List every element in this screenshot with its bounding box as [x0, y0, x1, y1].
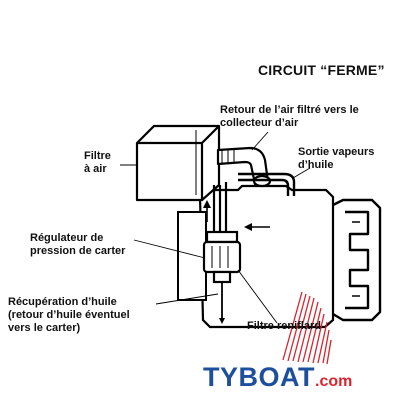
label-recuperation-line3: vers le carter) [8, 322, 81, 334]
return-pipe-to-regulator [212, 182, 228, 232]
leader-recuperation [155, 293, 219, 305]
watermark-brand-main: TYBOAT [203, 362, 315, 392]
engine-block [177, 184, 335, 329]
leader-retour [251, 131, 269, 151]
leader-regulateur [133, 239, 206, 259]
label-recuperation-huile: Récupération d’huile (retour d’huile éve… [8, 296, 130, 335]
label-retour-line1: Retour de l’air filtré vers le [220, 104, 359, 116]
label-recuperation-line2: (retour d’huile éventuel [8, 309, 130, 321]
label-filtre-air-line1: Filtre [84, 150, 111, 162]
label-retour-air-filtre: Retour de l’air filtré vers le collecteu… [220, 104, 359, 130]
label-filtre-reniflard: Filtre reniflard [247, 320, 321, 332]
label-regulateur-line1: Régulateur de [30, 232, 104, 244]
flow-arrow-left [244, 223, 270, 231]
label-regulateur-line2: pression de carter [30, 245, 126, 257]
flow-arrow-up [203, 200, 211, 222]
crankcase-pressure-regulator [202, 230, 242, 284]
label-sortie-line1: Sortie vapeurs [298, 146, 375, 158]
oil-recovery-tip [219, 318, 225, 324]
oil-vapor-outlet-pipe [238, 172, 296, 196]
label-sortie-line2: d’huile [298, 159, 334, 171]
air-filter-box [135, 124, 221, 202]
watermark-brand: TYBOAT.com [203, 362, 352, 397]
label-regulateur-pression: Régulateur de pression de carter [30, 232, 125, 258]
engine-side-bracket [332, 198, 382, 322]
label-filtre-air-line2: à air [84, 163, 107, 175]
label-filtre-a-air: Filtre à air [84, 150, 111, 176]
leader-reniflard [237, 269, 278, 324]
leader-lines [120, 131, 311, 324]
leader-sortie [292, 167, 311, 179]
watermark-brand-suffix: .com [315, 373, 353, 390]
watermark-sail-logo [282, 291, 332, 365]
label-recuperation-line1: Récupération d’huile [8, 296, 117, 308]
label-retour-line2: collecteur d’air [220, 117, 299, 129]
diagram-title: CIRCUIT “FERME” [258, 62, 385, 78]
label-sortie-vapeurs: Sortie vapeurs d’huile [298, 146, 374, 172]
